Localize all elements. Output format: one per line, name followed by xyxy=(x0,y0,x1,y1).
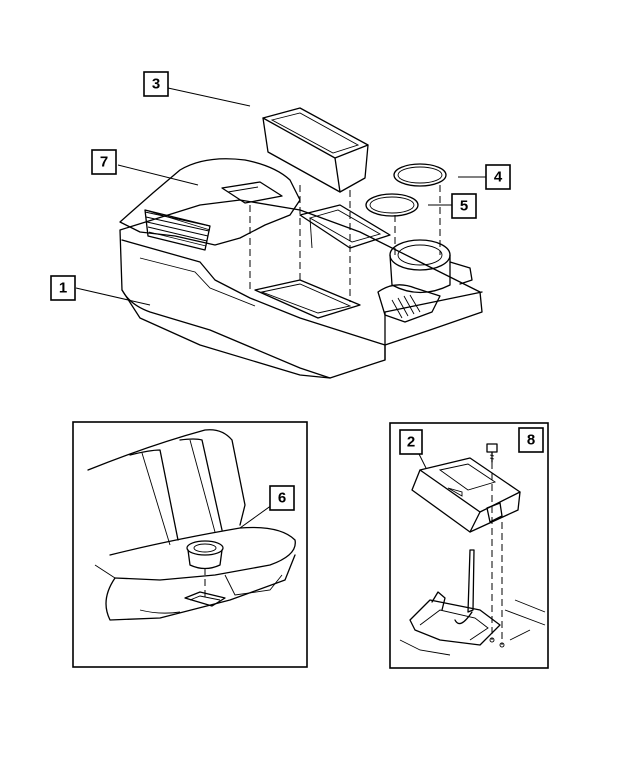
callout-1: 1 xyxy=(50,275,76,301)
svg-text:3: 3 xyxy=(152,76,160,93)
cupholder-ring-lower xyxy=(365,193,419,217)
callout-2: 2 xyxy=(399,429,423,455)
callout-4: 4 xyxy=(485,164,511,190)
seat-cupholder-panel xyxy=(72,421,308,668)
svg-text:1: 1 xyxy=(59,280,67,297)
shifter-bezel-panel xyxy=(389,422,549,669)
svg-text:8: 8 xyxy=(527,432,535,449)
svg-text:7: 7 xyxy=(100,154,108,171)
callout-7: 7 xyxy=(91,149,117,175)
svg-text:5: 5 xyxy=(460,198,468,215)
floor-console-drawing xyxy=(119,107,483,379)
cupholder-body xyxy=(377,239,473,323)
svg-text:4: 4 xyxy=(494,169,503,186)
storage-bin-drawing xyxy=(262,107,369,193)
callout-6: 6 xyxy=(269,485,295,511)
callout-3: 3 xyxy=(143,71,169,97)
cupholder-ring-upper xyxy=(393,163,447,187)
svg-text:2: 2 xyxy=(407,434,415,451)
console-vent-grille xyxy=(144,209,211,251)
seat-cupholder xyxy=(186,540,224,556)
callout-5: 5 xyxy=(451,193,477,219)
callout-8: 8 xyxy=(518,427,544,453)
screw-drawing xyxy=(486,443,498,453)
svg-text:6: 6 xyxy=(278,490,286,507)
